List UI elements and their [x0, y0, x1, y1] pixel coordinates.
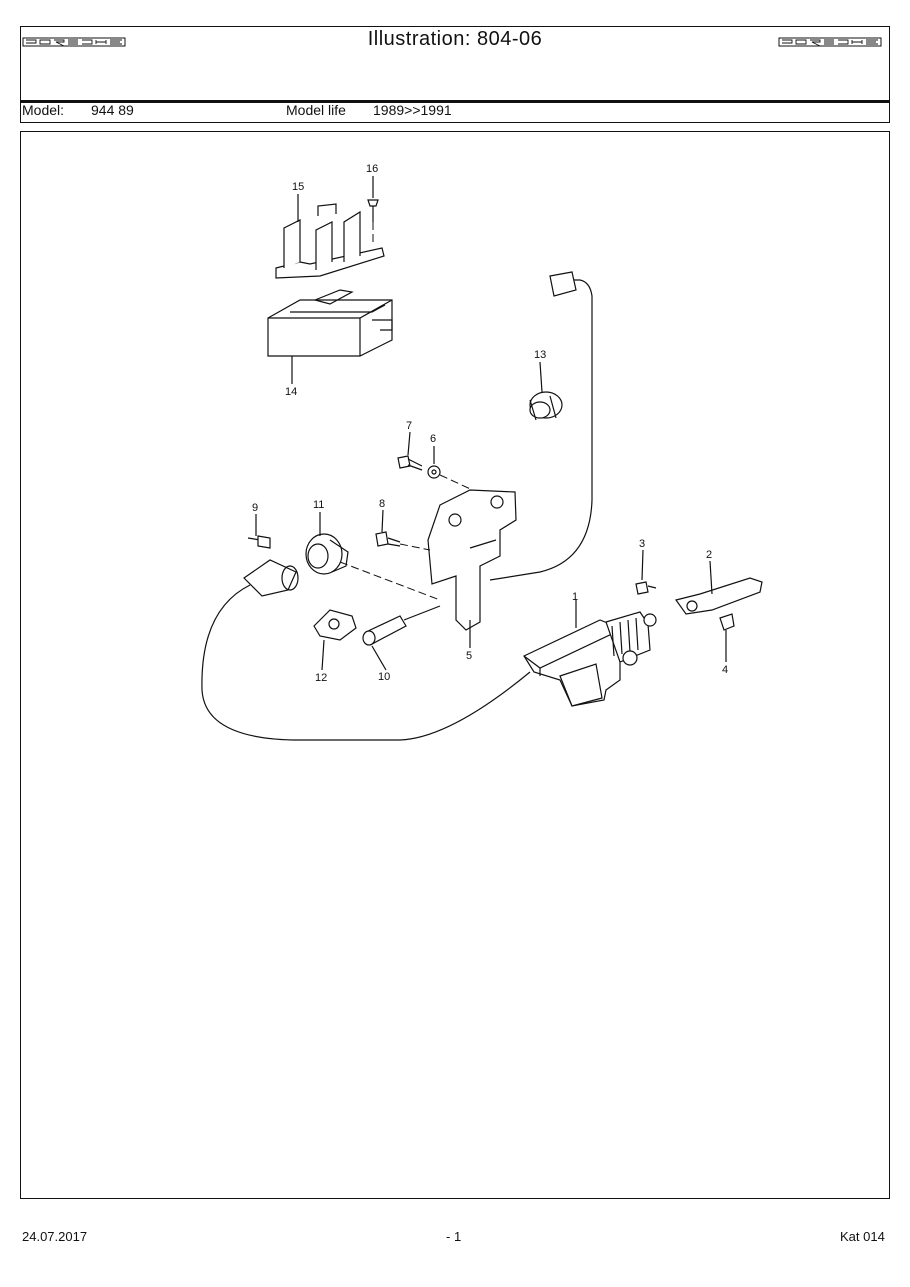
- part-15-bracket: [275, 203, 385, 279]
- cable-connector: [549, 271, 577, 297]
- callout-11: 11: [313, 499, 324, 511]
- callout-16: 16: [366, 163, 378, 175]
- part-4-clip: [719, 613, 735, 631]
- part-16-screw: [367, 199, 379, 244]
- part-5-mounting-bracket: [427, 489, 517, 631]
- model-life-value: 1989>>1991: [373, 102, 452, 118]
- model-label: Model:: [22, 102, 65, 118]
- callout-10: 10: [378, 671, 390, 683]
- cable-plug: [243, 559, 299, 597]
- callout-14: 14: [285, 386, 297, 398]
- part-7-bolt: [397, 455, 423, 471]
- part-11-sleeve: [305, 533, 349, 575]
- callout-9: 9: [252, 502, 258, 514]
- part-1-actuator: [523, 611, 657, 707]
- porsche-logo-left: [22, 37, 126, 47]
- leader-lines: [255, 176, 727, 671]
- part-9-pin: [247, 535, 271, 549]
- main-cable: [201, 584, 531, 741]
- model-value: 944 89: [91, 102, 134, 118]
- callout-7: 7: [406, 420, 412, 432]
- part-2-lever: [674, 577, 763, 615]
- callout-12: 12: [315, 672, 327, 684]
- callout-3: 3: [639, 538, 645, 550]
- part-14-control-unit: [267, 289, 393, 357]
- footer-date: 24.07.2017: [22, 1229, 88, 1244]
- part-6-washer: [427, 465, 441, 479]
- part-13-clip: [529, 391, 563, 421]
- callout-15: 15: [292, 181, 304, 193]
- callout-2: 2: [706, 549, 712, 561]
- model-row-frame: [20, 100, 890, 123]
- drawing-frame: [20, 131, 890, 1199]
- callout-6: 6: [430, 433, 436, 445]
- part-3-bolt: [635, 581, 657, 595]
- callout-4: 4: [722, 664, 728, 676]
- page-title: Illustration: 804-06: [367, 28, 543, 50]
- callout-5: 5: [466, 650, 472, 662]
- porsche-logo-right: [778, 37, 882, 47]
- cable-13: [489, 279, 593, 581]
- callout-13: 13: [534, 349, 546, 361]
- part-8-bolt: [375, 531, 401, 547]
- callout-1: 1: [572, 591, 578, 603]
- footer-page-number: - 1: [446, 1229, 462, 1244]
- part-12-clip: [313, 609, 357, 641]
- callout-8: 8: [379, 498, 385, 510]
- model-life-label: Model life: [286, 102, 346, 118]
- part-10-connector: [362, 605, 441, 646]
- footer-catalog: Kat 014: [840, 1229, 885, 1244]
